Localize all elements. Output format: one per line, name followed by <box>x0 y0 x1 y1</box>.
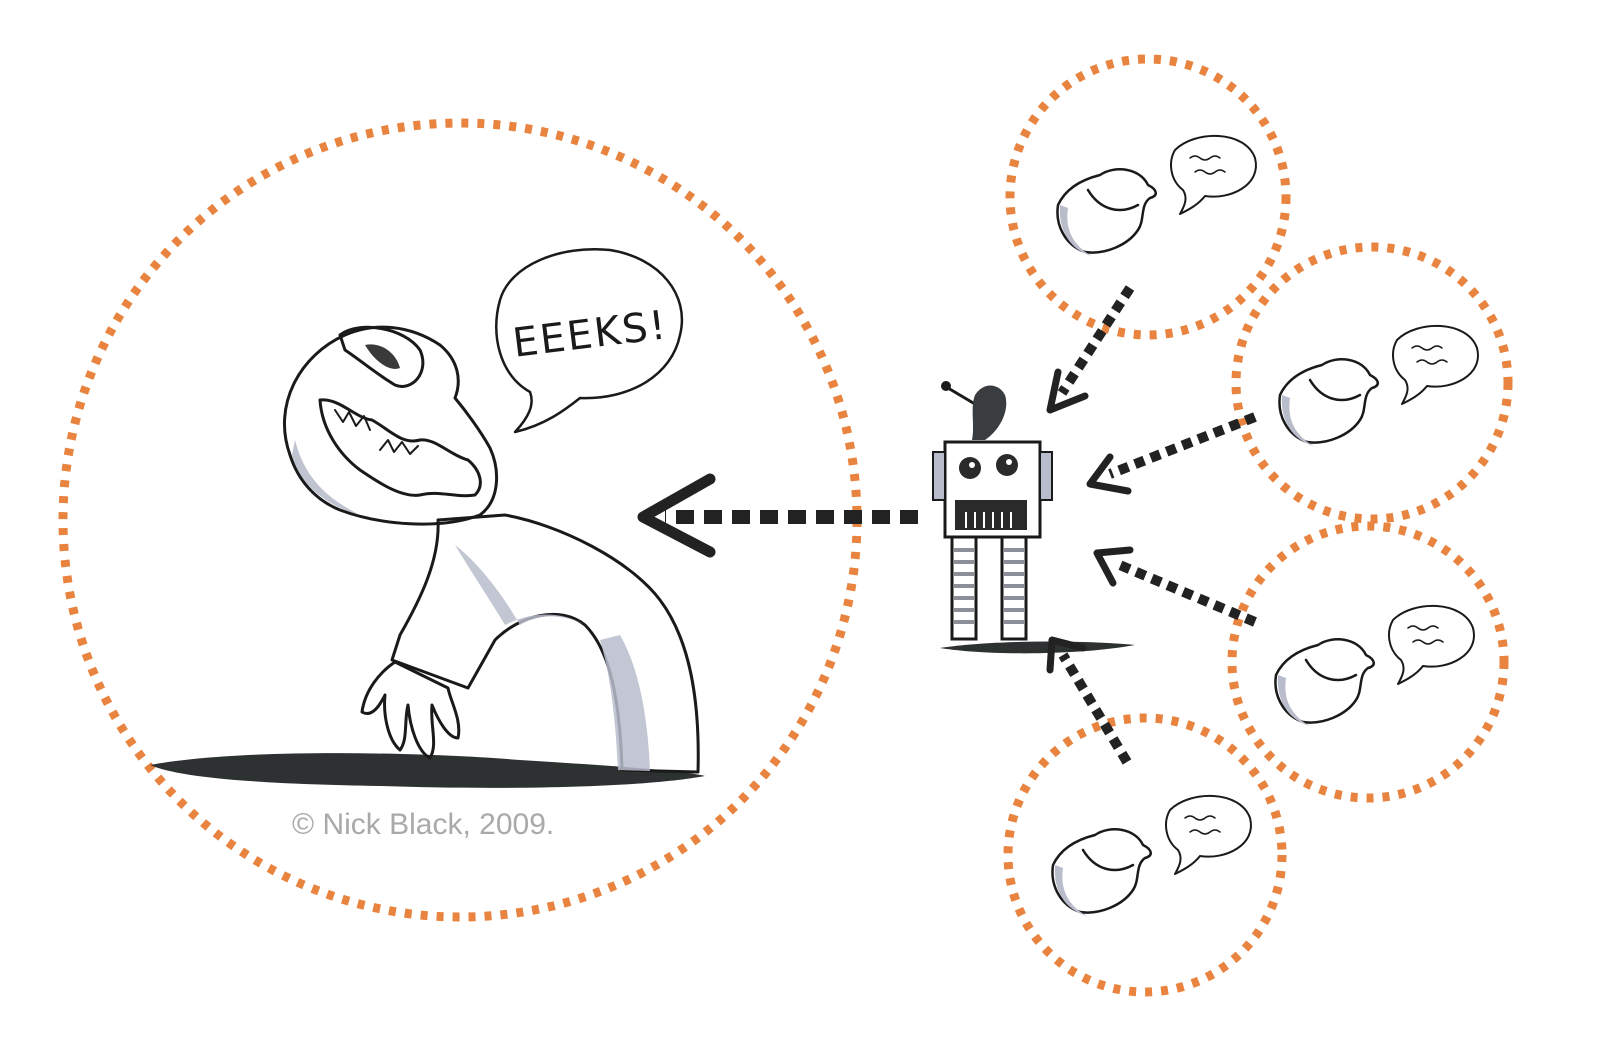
robot-group <box>933 381 1135 653</box>
speaker-4-arrow <box>1050 640 1127 762</box>
speaker-4-halo <box>1008 718 1282 992</box>
speaker-3-bubble <box>1389 606 1474 684</box>
robot-ear-right <box>1040 452 1052 500</box>
speaker-1-mouth <box>1088 190 1138 210</box>
speaker-4-bubble <box>1166 796 1251 874</box>
body-shade <box>455 545 585 625</box>
speaker-3-halo <box>1232 526 1504 798</box>
speaker-4-arrow-shaft <box>1063 655 1127 762</box>
speaker-4-scribble <box>1185 816 1220 834</box>
speaker-2-arrow <box>1090 417 1255 491</box>
speaker-1-bubble <box>1171 136 1256 214</box>
speaker-3 <box>1232 526 1504 798</box>
speaker-2-mouth <box>1310 380 1360 400</box>
leg-shade <box>600 635 650 771</box>
speaker-3-scribble <box>1408 626 1443 644</box>
hand <box>362 662 459 758</box>
robot-dish <box>972 386 1006 440</box>
robot-antenna-tip <box>941 381 951 391</box>
speaker-2-arrow-shaft <box>1110 417 1255 474</box>
speech-exclamation: EEEKS! <box>510 302 670 367</box>
speaker-2-halo <box>1236 247 1508 519</box>
body-outline <box>392 515 698 772</box>
speaker-4 <box>1008 718 1282 992</box>
robot-eye-left-glint <box>969 462 975 468</box>
robot-leg-stripes <box>954 550 1024 622</box>
speaker-3-mouth <box>1306 660 1356 680</box>
main-arrow <box>643 479 918 552</box>
speaker-2 <box>1236 247 1508 519</box>
speaker-2-bubble <box>1393 326 1478 404</box>
eye-inner <box>365 344 400 368</box>
speaker-1 <box>1010 59 1286 335</box>
robot-ear-left <box>933 452 945 500</box>
mouth-teeth <box>335 410 418 454</box>
robot-ground-shadow <box>940 642 1135 654</box>
speaker-3-arrow-shaft <box>1115 563 1255 622</box>
robot-eye-left <box>959 457 981 479</box>
screaming-mouth <box>320 400 480 496</box>
speaker-3-arrow <box>1097 550 1255 622</box>
copyright-notice: © Nick Black, 2009. <box>292 808 554 841</box>
speaker-4-mouth <box>1083 850 1133 870</box>
robot-eye-right <box>996 454 1018 476</box>
speaker-1-halo <box>1010 59 1286 335</box>
speaker-1-scribble <box>1190 156 1225 174</box>
robot-eye-right-glint <box>1006 459 1012 465</box>
speaker-1-arrow-shaft <box>1062 288 1130 393</box>
speaker-2-scribble <box>1412 346 1447 364</box>
